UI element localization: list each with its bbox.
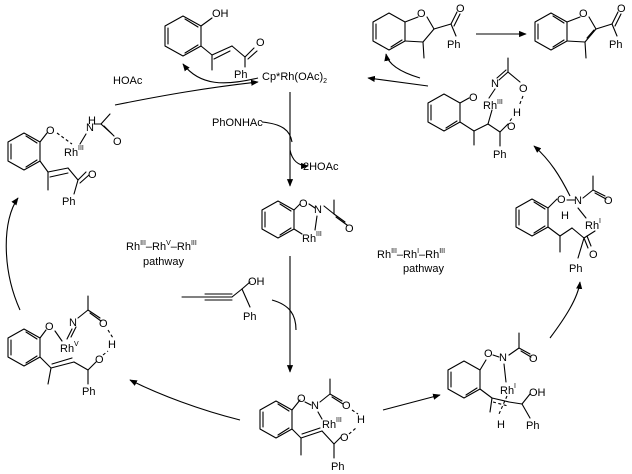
svg-text:O: O [604,195,613,207]
svg-text:Ph: Ph [62,196,75,208]
svg-text:Rh: Rh [302,233,316,245]
svg-text:O: O [256,37,265,49]
svg-text:OH: OH [529,387,546,399]
svg-text:O: O [507,121,516,133]
rh-iii-enone-intermediate: O Rh III N H O O Ph [7,113,122,208]
svg-text:O: O [340,432,349,444]
dihydrobenzofuran: O O Ph [372,3,465,59]
svg-text:Ph: Ph [493,149,506,161]
svg-text:Ph: Ph [609,39,622,51]
rh-iii-alkenyl-intermediate: O N O H Rh III O Ph [259,378,365,473]
svg-text:O: O [342,400,351,412]
svg-text:Ph: Ph [331,461,344,473]
svg-text:O: O [46,125,55,137]
svg-text:O: O [579,8,588,20]
svg-text:O: O [417,8,426,20]
right-pathway-label: RhIII–RhI–RhIII [377,248,445,261]
svg-text:I: I [599,218,601,225]
left-pathway-word: pathway [143,256,184,268]
svg-text:Ph: Ph [82,386,95,398]
propargyl-alcohol: OH Ph [181,276,265,323]
svg-text:N: N [311,400,319,412]
svg-text:N: N [86,122,94,134]
svg-text:O: O [589,249,598,261]
svg-text:H: H [561,210,569,222]
svg-text:I: I [514,383,516,390]
svg-text:Rh: Rh [483,100,497,112]
svg-text:O: O [45,321,54,333]
svg-text:O: O [299,198,308,210]
left-pathway-label: RhIII–RhV–RhIII [126,240,197,253]
svg-text:N: N [491,78,499,90]
svg-text:Ph: Ph [234,69,247,81]
svg-text:V: V [74,341,79,348]
hoac-label: HOAc [113,75,143,87]
svg-text:O: O [557,194,566,206]
svg-text:H: H [497,419,505,431]
svg-text:N: N [574,195,582,207]
svg-text:H: H [88,115,96,127]
svg-text:Rh: Rh [60,343,74,355]
svg-text:Rh: Rh [322,419,336,431]
phenol-enone-product: OH O Ph [164,8,265,81]
svg-text:OH: OH [212,8,229,20]
svg-text:III: III [497,99,503,106]
svg-text:O: O [88,169,97,181]
rh-i-alkene-complex: O N O Rh I H OH Ph [447,332,546,432]
svg-text:Rh: Rh [500,385,514,397]
svg-text:O: O [484,348,493,360]
svg-text:O: O [469,92,478,104]
svg-text:O: O [617,3,626,15]
svg-text:III: III [78,145,84,152]
svg-text:O: O [113,136,122,148]
svg-text:III: III [316,231,322,238]
svg-text:H: H [357,414,365,426]
benzofuran-product: O O Ph [534,3,626,59]
phonhac-label: PhONHAc [212,117,263,129]
svg-text:O: O [297,393,306,405]
rh-i-acetamide-intermediate: O N O Rh I H O Ph [515,175,613,275]
svg-text:H: H [108,339,116,351]
svg-text:Ph: Ph [569,263,582,275]
svg-text:O: O [95,354,104,366]
svg-text:O: O [519,83,528,95]
svg-text:O: O [345,223,354,235]
svg-text:Rh: Rh [585,220,599,232]
svg-text:O: O [99,318,108,330]
right-pathway-word: pathway [403,263,444,275]
svg-text:N: N [69,317,77,329]
svg-text:O: O [456,3,465,15]
rh-iii-rhodacycle: O N O Rh III [261,198,354,245]
svg-text:OH: OH [248,276,265,288]
svg-text:N: N [499,352,507,364]
rh-v-intermediate: O Rh V N O H O Ph [7,295,116,398]
svg-text:H: H [513,107,521,119]
two-hoac-label: 2HOAc [303,161,339,173]
catalyst-label: Cp*Rh(OAc)2 [262,71,327,85]
svg-text:O: O [529,353,538,365]
svg-text:N: N [314,204,322,216]
svg-text:Ph: Ph [243,311,256,323]
rh-iii-acetamide-intermediate: O Rh III N O H O Ph [427,57,528,161]
svg-text:Rh: Rh [64,147,78,159]
svg-text:III: III [336,417,342,424]
svg-text:Ph: Ph [526,420,539,432]
svg-text:Ph: Ph [447,39,460,51]
